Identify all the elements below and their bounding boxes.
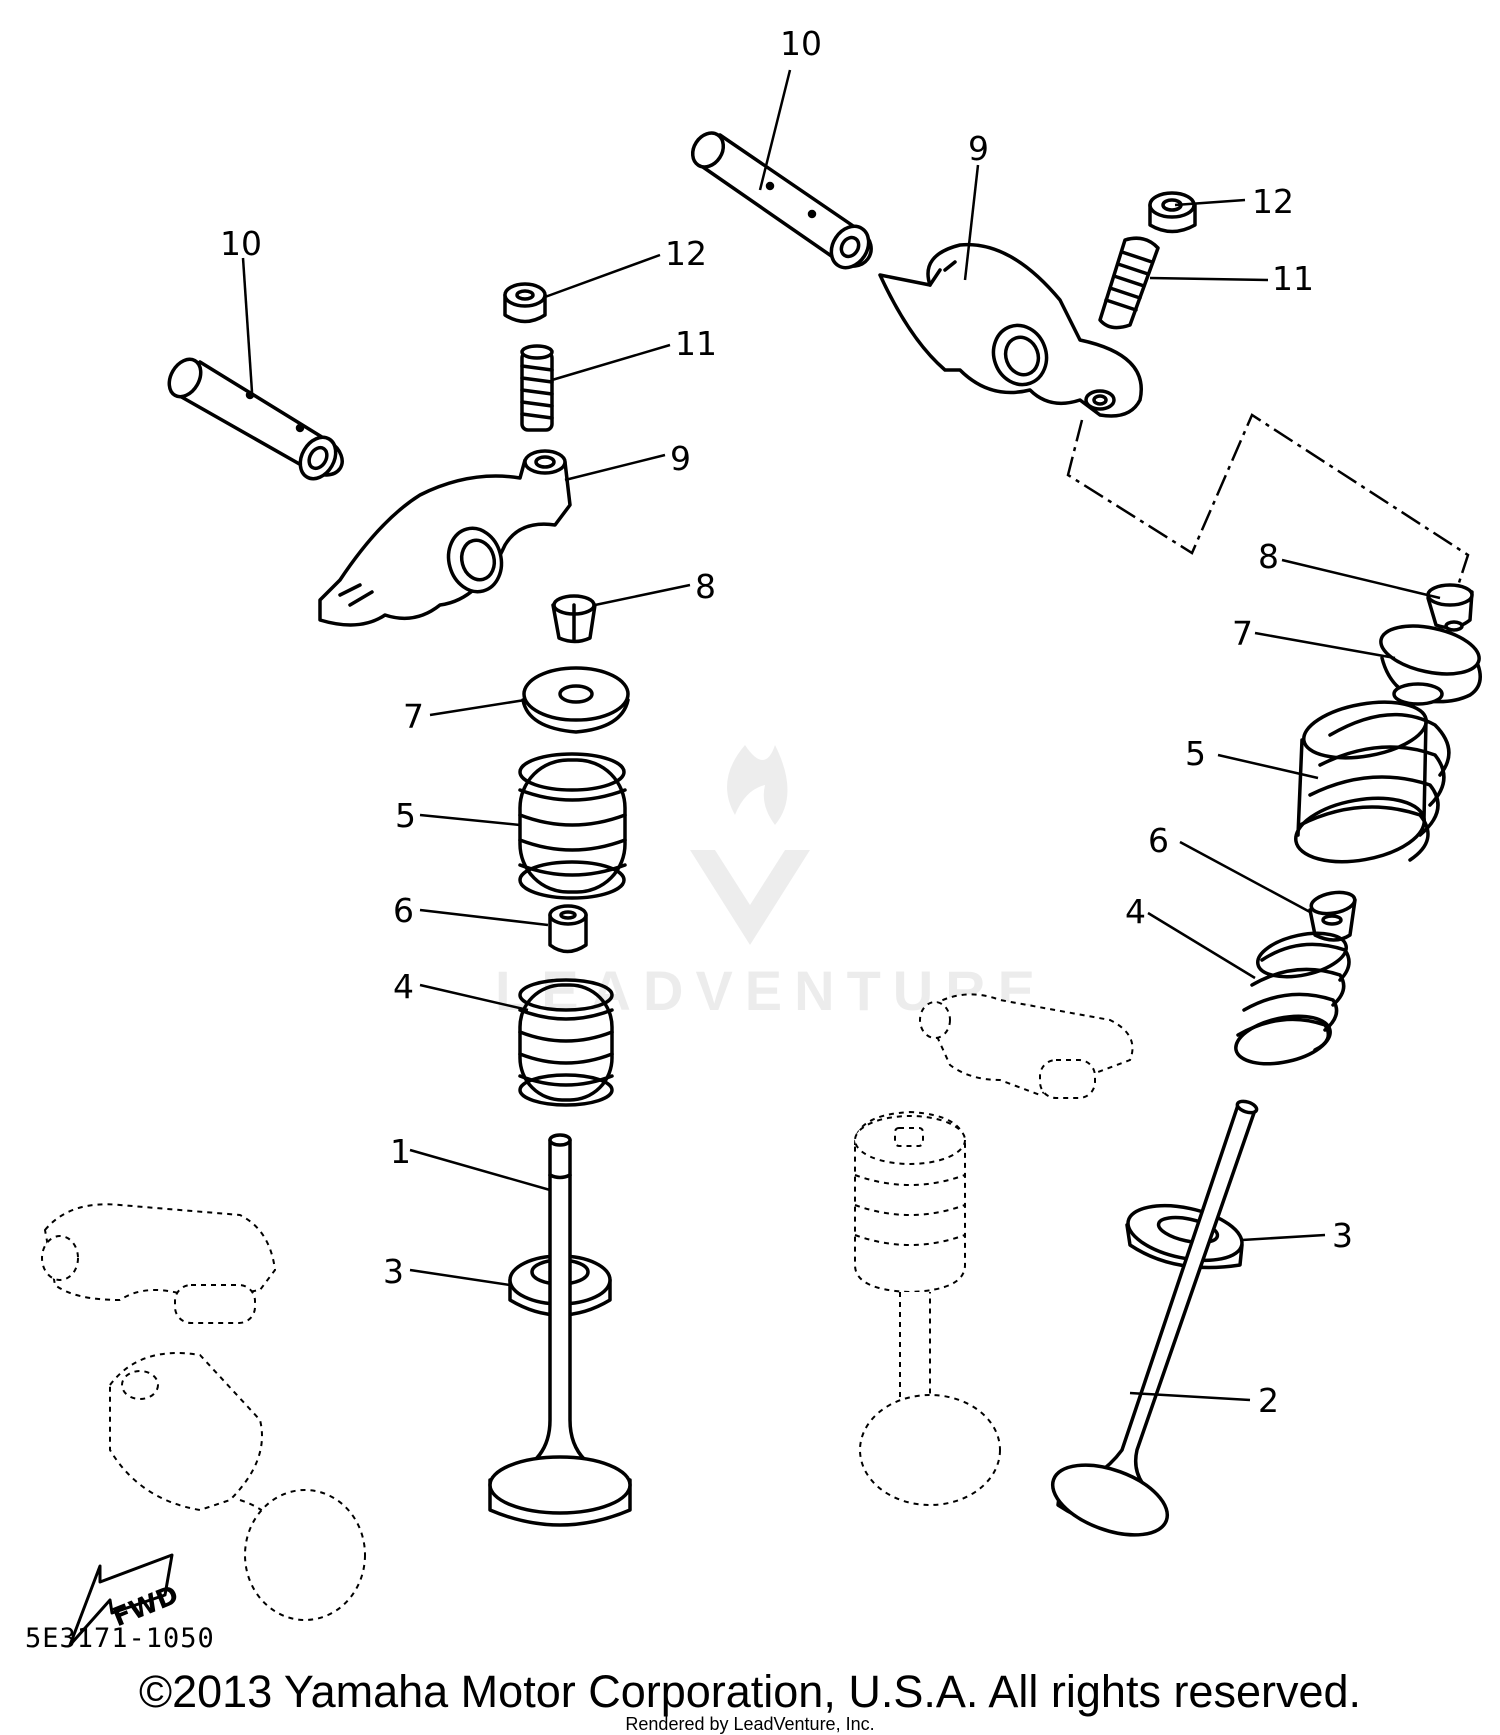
inner-valve-spring-right	[1234, 931, 1351, 1066]
rocker-shaft-right	[690, 131, 873, 270]
callout-1: 1	[390, 1132, 411, 1171]
rendered-by-notice: Rendered by LeadVenture, Inc.	[625, 1714, 875, 1734]
copyright-notice: ©2013 Yamaha Motor Corporation, U.S.A. A…	[138, 1666, 1362, 1717]
exhaust-valve	[1050, 1099, 1259, 1537]
callout-11-left: 11	[675, 324, 717, 363]
valve-cotter-left	[551, 594, 597, 644]
adjusting-screw-left	[520, 344, 554, 432]
callout-numbers: 10 10 9 12 11 12 11 9 8 8 7 7 5 5 6 6 4 …	[220, 24, 1353, 1420]
callout-3-left: 3	[383, 1252, 404, 1291]
callout-12-right: 12	[1252, 182, 1294, 221]
callout-8-left: 8	[695, 567, 716, 606]
callout-6-left: 6	[393, 891, 414, 930]
callout-4-right: 4	[1125, 892, 1146, 931]
inner-valve-spring-left	[518, 978, 614, 1107]
callout-6-right: 6	[1148, 821, 1169, 860]
callout-2: 2	[1258, 1381, 1279, 1420]
ghost-assembly-left	[41, 1203, 366, 1621]
callout-10-right: 10	[780, 24, 822, 63]
callout-11-right: 11	[1272, 259, 1314, 298]
spring-retainer-right	[1379, 624, 1482, 706]
callout-8-right: 8	[1258, 537, 1279, 576]
intake-valve	[488, 1133, 632, 1527]
callout-9-right: 9	[968, 129, 989, 168]
valve-stem-seal-left	[548, 904, 588, 954]
ghost-assembly-right	[854, 993, 1134, 1506]
callout-12-left: 12	[665, 234, 707, 273]
callout-7-left: 7	[403, 697, 424, 736]
rocker-arm-right	[878, 242, 1143, 418]
part-code: 5E3171-1050	[25, 1623, 215, 1654]
rocker-arm-left	[318, 449, 572, 627]
spring-retainer-left	[521, 666, 630, 734]
callout-4-left: 4	[393, 967, 414, 1006]
outer-valve-spring-right	[1294, 700, 1451, 864]
leader-lines	[241, 69, 1441, 1402]
callout-3-right: 3	[1332, 1216, 1353, 1255]
callout-5-left: 5	[395, 796, 416, 835]
locknut-right	[1148, 191, 1197, 234]
callout-9-left: 9	[670, 439, 691, 478]
callout-10-left: 10	[220, 224, 262, 263]
locknut-left	[503, 282, 547, 324]
assembly-line-right	[1066, 413, 1470, 596]
valve-cotter-right	[1426, 583, 1474, 632]
rocker-shaft-left	[167, 357, 344, 481]
callout-5-right: 5	[1185, 734, 1206, 773]
callout-7-right: 7	[1232, 614, 1253, 653]
adjusting-screw-right	[1098, 236, 1160, 330]
outer-valve-spring-left	[518, 752, 627, 900]
